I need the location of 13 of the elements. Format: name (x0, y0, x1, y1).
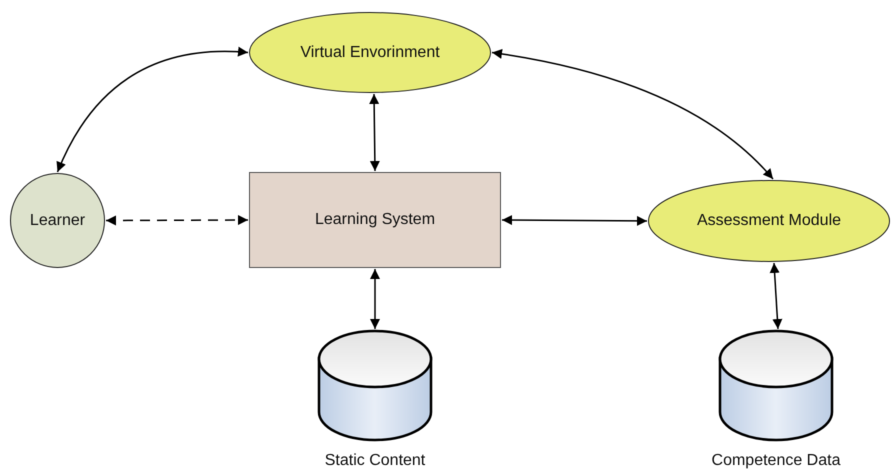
connector-arrow (770, 262, 782, 330)
connector-arrow (56, 47, 248, 172)
node-label: Static Content (324, 452, 426, 470)
node-label: Competence Data (712, 452, 840, 470)
node-label: Learning System (314, 211, 436, 229)
node-label: Assessment Module (696, 212, 842, 230)
connector-arrow (370, 269, 380, 329)
connector-arrow (106, 215, 248, 226)
connector-arrow (502, 215, 647, 226)
connector-arrow (492, 49, 774, 180)
connector-arrow (369, 94, 380, 172)
node-label: Virtual Envorinment (300, 44, 440, 62)
node-label: Learner (30, 212, 86, 230)
